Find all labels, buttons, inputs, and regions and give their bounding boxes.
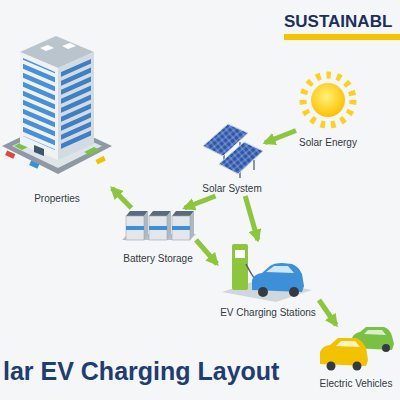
node-label: Battery Storage [123, 253, 192, 265]
flow-node: Electric Vehicles [317, 325, 396, 391]
node-label: Properties [34, 193, 80, 205]
flow-node: Solar System [199, 120, 265, 196]
office-building [2, 36, 112, 174]
flow-arrow [265, 131, 296, 143]
flow-arrow [319, 300, 336, 325]
flow-arrow [245, 196, 258, 240]
node-label: Solar Energy [299, 137, 357, 149]
flow-arrow [112, 188, 131, 208]
logo-bar [284, 34, 400, 40]
flow-arrow [185, 196, 216, 208]
flow-node: Properties [2, 28, 112, 206]
flow-arrow [196, 240, 217, 264]
logo-text: SUSTAINABL [284, 12, 392, 32]
diagram-title: lar EV Charging Layout [3, 356, 279, 386]
node-label: EV Charging Stations [220, 307, 316, 319]
solar-panels [203, 124, 263, 178]
node-label: Solar System [202, 183, 261, 195]
sun [303, 75, 353, 125]
flow-node: Solar Energy [296, 72, 360, 150]
node-label: Electric Vehicles [320, 378, 393, 390]
flow-node: EV Charging Stations [217, 240, 319, 320]
charging-station [222, 244, 312, 302]
battery-bank [122, 211, 196, 240]
electric-cars [320, 327, 394, 371]
flow-node: Battery Storage [120, 208, 196, 266]
